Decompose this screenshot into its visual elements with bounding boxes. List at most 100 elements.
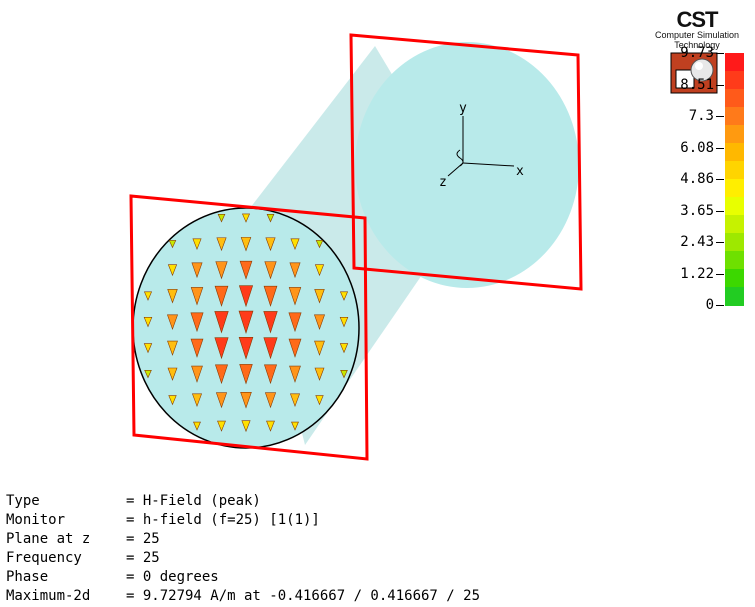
- legend-color-cell: [725, 197, 744, 216]
- info-key: Phase: [6, 569, 49, 585]
- field-arrow-cone: [240, 391, 252, 409]
- info-key: Maximum-2d: [6, 588, 91, 604]
- info-value: = h-field (f=25) [1(1)]: [126, 512, 320, 528]
- field-arrow-cone: [264, 261, 277, 280]
- info-key: Plane at z: [6, 531, 91, 547]
- axis-label-y: y: [459, 101, 467, 116]
- legend-tick: [716, 53, 724, 54]
- axis-triad: [447, 116, 515, 177]
- field-arrow-cone: [143, 343, 153, 354]
- 3d-viewport[interactable]: y x z: [0, 0, 755, 490]
- legend-tick: [716, 242, 724, 243]
- field-arrow-cone: [289, 262, 301, 279]
- field-arrow-cone: [264, 364, 277, 385]
- field-arrow-cone: [190, 287, 204, 306]
- legend-label: 6.08: [680, 139, 714, 156]
- field-arrow-cone: [217, 420, 226, 432]
- cst-logo: CST Computer Simulation Technology: [642, 8, 752, 94]
- info-value: = 9.72794 A/m at -0.416667 / 0.416667 / …: [126, 588, 481, 604]
- field-arrow-cone: [215, 392, 228, 409]
- field-arrow-cone: [266, 213, 275, 223]
- field-arrow-cone: [191, 262, 203, 279]
- field-arrow-cone: [241, 420, 251, 433]
- logo-title: CST: [676, 7, 719, 32]
- field-arrow-cone: [191, 393, 203, 408]
- field-arrow-cone: [143, 291, 153, 301]
- field-arrow-cone: [144, 370, 152, 379]
- field-arrow-cone: [167, 289, 178, 304]
- legend-color-cell: [725, 143, 744, 162]
- field-arrow-cone: [167, 367, 178, 381]
- field-arrow-cone: [214, 337, 229, 360]
- field-arrow-cone: [266, 420, 275, 432]
- legend-label: 7.3: [688, 108, 714, 124]
- legend-color-cell: [725, 125, 744, 144]
- info-row: Plane at z= 25: [6, 530, 480, 549]
- legend-color-cell: [725, 215, 744, 234]
- info-panel: Type = H-Field (peak) Monitor = h-field (f=…: [6, 492, 480, 606]
- legend-tick: [716, 116, 724, 117]
- cst-logo-icon: [670, 52, 718, 94]
- field-arrow-cone: [242, 213, 250, 223]
- front-plane-frame: [129, 194, 369, 461]
- legend-label: 3.65: [680, 202, 714, 219]
- legend-label: 9.73: [680, 45, 714, 61]
- legend-color-cell: [725, 71, 744, 90]
- info-value: = 0 degrees: [126, 569, 219, 585]
- legend-tick: [716, 210, 724, 212]
- legend-label: 8.51: [680, 76, 714, 93]
- field-arrow-cone: [339, 291, 349, 301]
- field-arrow-cone: [263, 285, 278, 307]
- info-key: Monitor: [6, 512, 66, 528]
- cylinder-back-face: [355, 42, 579, 288]
- logo-subtitle: Computer Simulation: [654, 30, 740, 40]
- field-arrow-cone: [216, 237, 227, 252]
- field-arrow-cone: [289, 393, 301, 408]
- field-arrow-cone: [215, 364, 228, 385]
- field-arrow-cone: [191, 365, 203, 383]
- info-value: = H-Field (peak): [126, 493, 261, 509]
- field-arrow-cone: [193, 421, 201, 431]
- field-arrow-cone: [239, 260, 253, 280]
- field-arrow-cone: [238, 336, 254, 360]
- legend-color-cell: [725, 107, 744, 126]
- color-legend-bar: [725, 53, 744, 306]
- legend-label: 0: [705, 297, 714, 313]
- info-row: Maximum-2d = 9.72794 A/m at -0.416667 / 0…: [6, 587, 480, 606]
- field-arrow-cone: [288, 338, 302, 358]
- info-key: Type: [6, 493, 40, 509]
- field-arrow-cone: [290, 238, 300, 251]
- field-arrow-cone: [288, 312, 302, 333]
- legend-color-cell: [725, 269, 744, 288]
- legend-color-cell: [725, 89, 744, 108]
- back-plane-frame: [349, 33, 583, 291]
- field-arrow-cone: [313, 314, 326, 331]
- field-arrow-cone: [315, 240, 324, 249]
- field-arrow-cone: [314, 367, 325, 381]
- axis-label-x: x: [516, 164, 524, 179]
- legend-label: 2.43: [680, 234, 714, 250]
- info-row: Frequency= 25: [6, 549, 480, 568]
- info-row: Phase = 0 degrees: [6, 568, 480, 587]
- field-arrows: [143, 213, 349, 433]
- field-arrow-cone: [214, 311, 229, 334]
- field-arrow-cone: [288, 287, 302, 306]
- logo-subtitle-2: Technology: [674, 40, 720, 50]
- info-value: = 25: [126, 550, 160, 566]
- field-arrow-cone: [264, 392, 277, 409]
- field-arrow-cone: [190, 338, 204, 358]
- field-arrow-cone: [238, 285, 254, 308]
- field-arrow-cone: [167, 340, 178, 356]
- field-arrow-cone: [289, 365, 301, 383]
- info-row: Type = H-Field (peak): [6, 492, 480, 511]
- legend-color-cell: [725, 287, 744, 306]
- field-arrow-cone: [314, 264, 325, 277]
- field-arrow-cone: [265, 237, 276, 252]
- field-arrow-cone: [314, 340, 325, 356]
- legend-color-cell: [725, 53, 744, 72]
- field-arrow-cone: [314, 289, 325, 304]
- field-arrow-cone: [215, 261, 228, 280]
- field-arrow-cone: [339, 317, 349, 328]
- field-arrow-cone: [263, 311, 278, 334]
- info-row: Monitor = h-field (f=25) [1(1)]: [6, 511, 480, 530]
